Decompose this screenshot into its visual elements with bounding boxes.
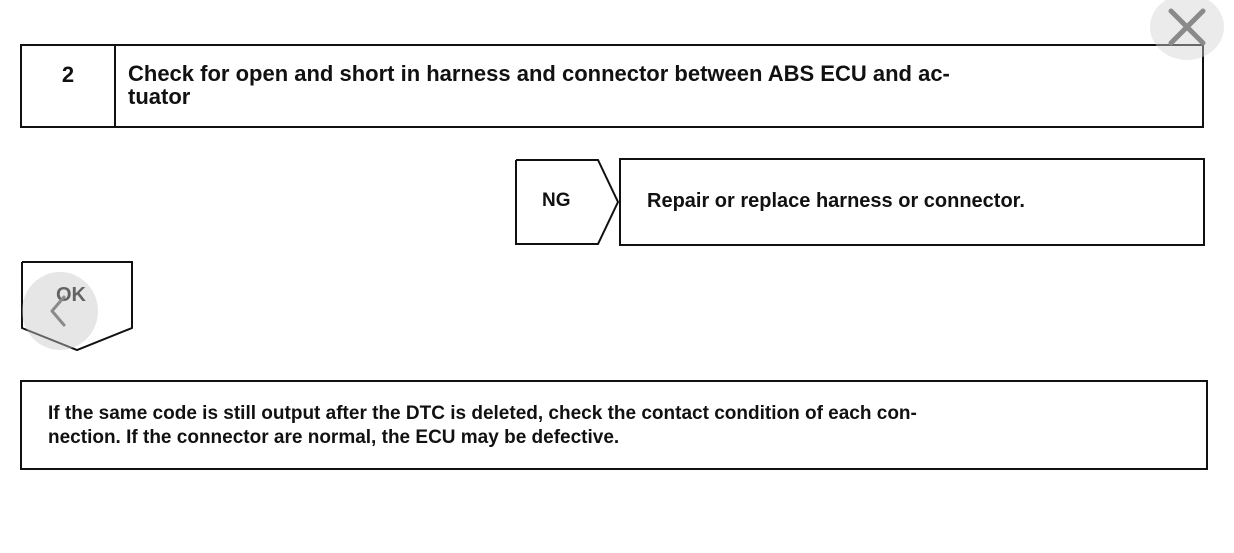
step-title: Check for open and short in harness and … xyxy=(128,61,950,109)
ng-action-box: Repair or replace harness or connector. xyxy=(619,158,1205,246)
ng-branch-tag: NG xyxy=(514,158,622,246)
chevron-left-icon xyxy=(50,295,66,327)
ok-arrow-shape xyxy=(21,261,133,352)
step-header-box: 2 Check for open and short in harness an… xyxy=(20,44,1204,128)
ok-branch-tag: OK xyxy=(20,260,134,352)
ok-label: OK xyxy=(56,284,86,306)
result-note-box: If the same code is still output after t… xyxy=(20,380,1208,470)
previous-button[interactable] xyxy=(22,272,98,350)
close-button[interactable] xyxy=(1150,0,1224,60)
step-number: 2 xyxy=(22,46,116,126)
ng-arrow-shape xyxy=(515,159,620,245)
close-icon xyxy=(1168,8,1206,46)
ng-label: NG xyxy=(542,190,571,211)
